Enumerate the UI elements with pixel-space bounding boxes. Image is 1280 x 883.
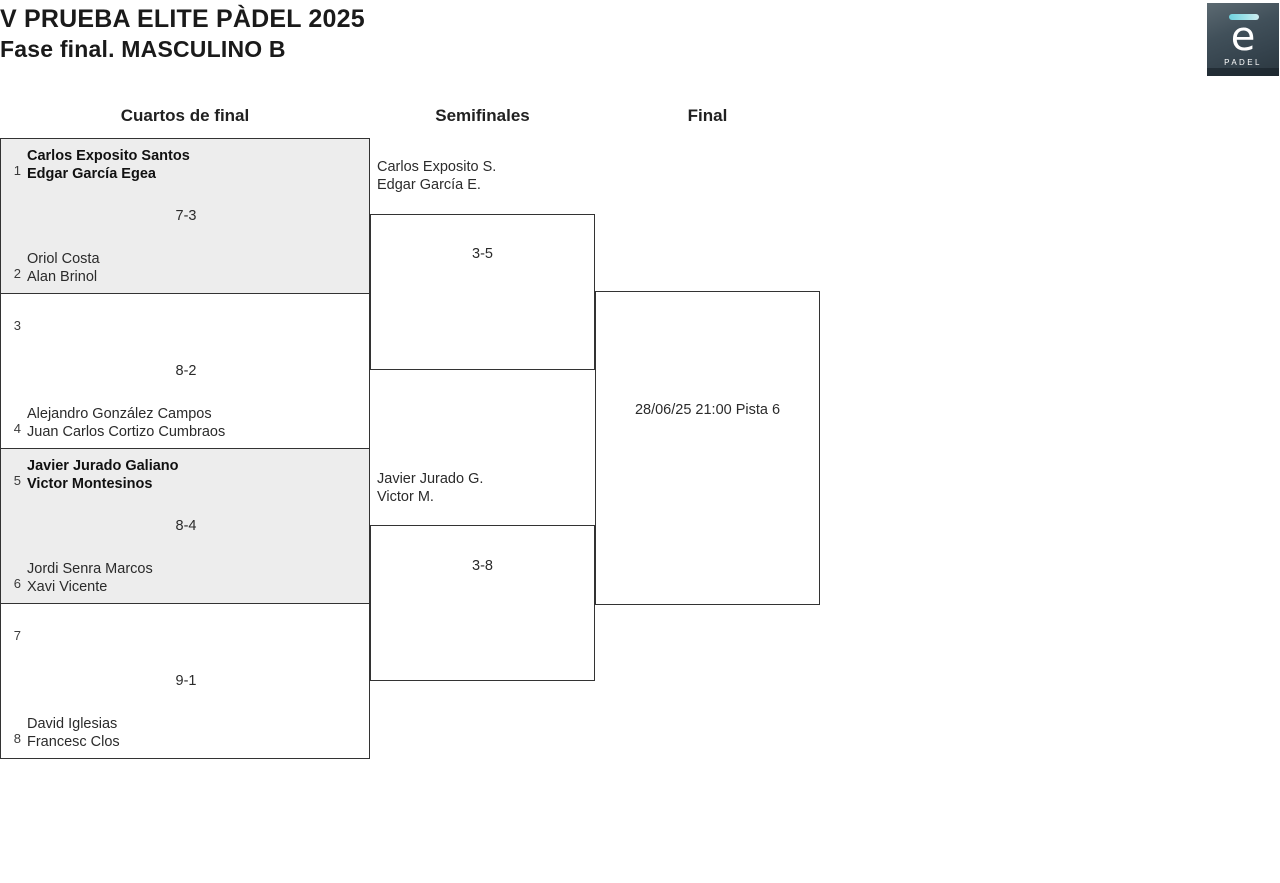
match-score: 3-5 (472, 246, 493, 262)
logo-e-icon: e (1230, 14, 1256, 60)
final-schedule-text: 28/06/25 21:00 Pista 6 (634, 402, 781, 418)
player-name: Carlos Exposito Santos (27, 148, 190, 164)
seed-number: 2 (13, 266, 21, 281)
match-box-sf1[interactable] (370, 214, 595, 370)
player-name: Jordi Senra Marcos (27, 561, 153, 577)
match-box-qf4[interactable]: 7 9-1 8 David Iglesias Francesc Clos (0, 603, 370, 759)
seed-number: 1 (13, 163, 21, 178)
player-name: Edgar García Egea (27, 166, 156, 182)
player-name: Javier Jurado G. (377, 471, 484, 487)
player-name: Francesc Clos (27, 734, 120, 750)
epadel-logo: e PADEL (1207, 3, 1279, 76)
player-name: David Iglesias (27, 716, 118, 732)
match-score: 8-4 (175, 518, 197, 534)
team-entry[interactable]: Carlos Exposito Santos Edgar García Egea (27, 147, 363, 183)
seed-number: 7 (13, 628, 21, 643)
team-entry-sf1[interactable]: Carlos Exposito S. Edgar García E. (377, 158, 592, 194)
player-name: Juan Carlos Cortizo Cumbraos (27, 424, 226, 440)
seed-number: 5 (13, 473, 21, 488)
player-name: Javier Jurado Galiano (27, 458, 179, 474)
match-score: 9-1 (175, 673, 197, 689)
tournament-name: V PRUEBA ELITE PÀDEL 2025 (0, 5, 365, 33)
player-name: Carlos Exposito S. (377, 159, 497, 175)
round-header-final: Final (687, 106, 728, 125)
player-name: Victor Montesinos (27, 476, 153, 492)
team-entry[interactable]: Oriol Costa Alan Brinol (27, 250, 363, 286)
player-name: Alejandro González Campos (27, 406, 212, 422)
seed-number: 4 (13, 421, 21, 436)
logo-wordmark: PADEL (1224, 58, 1262, 67)
player-name: Edgar García E. (377, 177, 481, 193)
page-title: V PRUEBA ELITE PÀDEL 2025 Fase final. MA… (0, 4, 900, 64)
match-score: 8-2 (175, 363, 197, 379)
match-box-qf3[interactable]: 5 Javier Jurado Galiano Victor Montesino… (0, 448, 370, 604)
player-name: Xavi Vicente (27, 579, 108, 595)
match-box-qf1[interactable]: 1 Carlos Exposito Santos Edgar García Eg… (0, 138, 370, 294)
player-name: Alan Brinol (27, 269, 98, 285)
seed-number: 8 (13, 731, 21, 746)
logo-accent-bar (1229, 14, 1259, 20)
seed-number: 6 (13, 576, 21, 591)
team-entry-sf2[interactable]: Javier Jurado G. Victor M. (377, 470, 592, 506)
logo-shade (1207, 68, 1279, 76)
match-box-sf2[interactable] (370, 525, 595, 681)
match-box-final[interactable] (595, 291, 820, 605)
round-header-quarterfinals: Cuartos de final (120, 106, 250, 125)
player-name: Victor M. (377, 489, 434, 505)
team-entry[interactable]: David Iglesias Francesc Clos (27, 715, 363, 751)
match-box-qf2[interactable]: 3 8-2 4 Alejandro González Campos Juan C… (0, 293, 370, 449)
player-name: Oriol Costa (27, 251, 100, 267)
seed-number: 3 (13, 318, 21, 333)
tournament-phase: Fase final. MASCULINO B (0, 36, 286, 62)
match-score: 7-3 (175, 208, 197, 224)
team-entry[interactable]: Alejandro González Campos Juan Carlos Co… (27, 405, 363, 441)
match-score: 3-8 (472, 558, 493, 574)
team-entry[interactable]: Javier Jurado Galiano Victor Montesinos (27, 457, 363, 493)
team-entry[interactable]: Jordi Senra Marcos Xavi Vicente (27, 560, 363, 596)
round-header-semifinals: Semifinales (435, 106, 530, 125)
